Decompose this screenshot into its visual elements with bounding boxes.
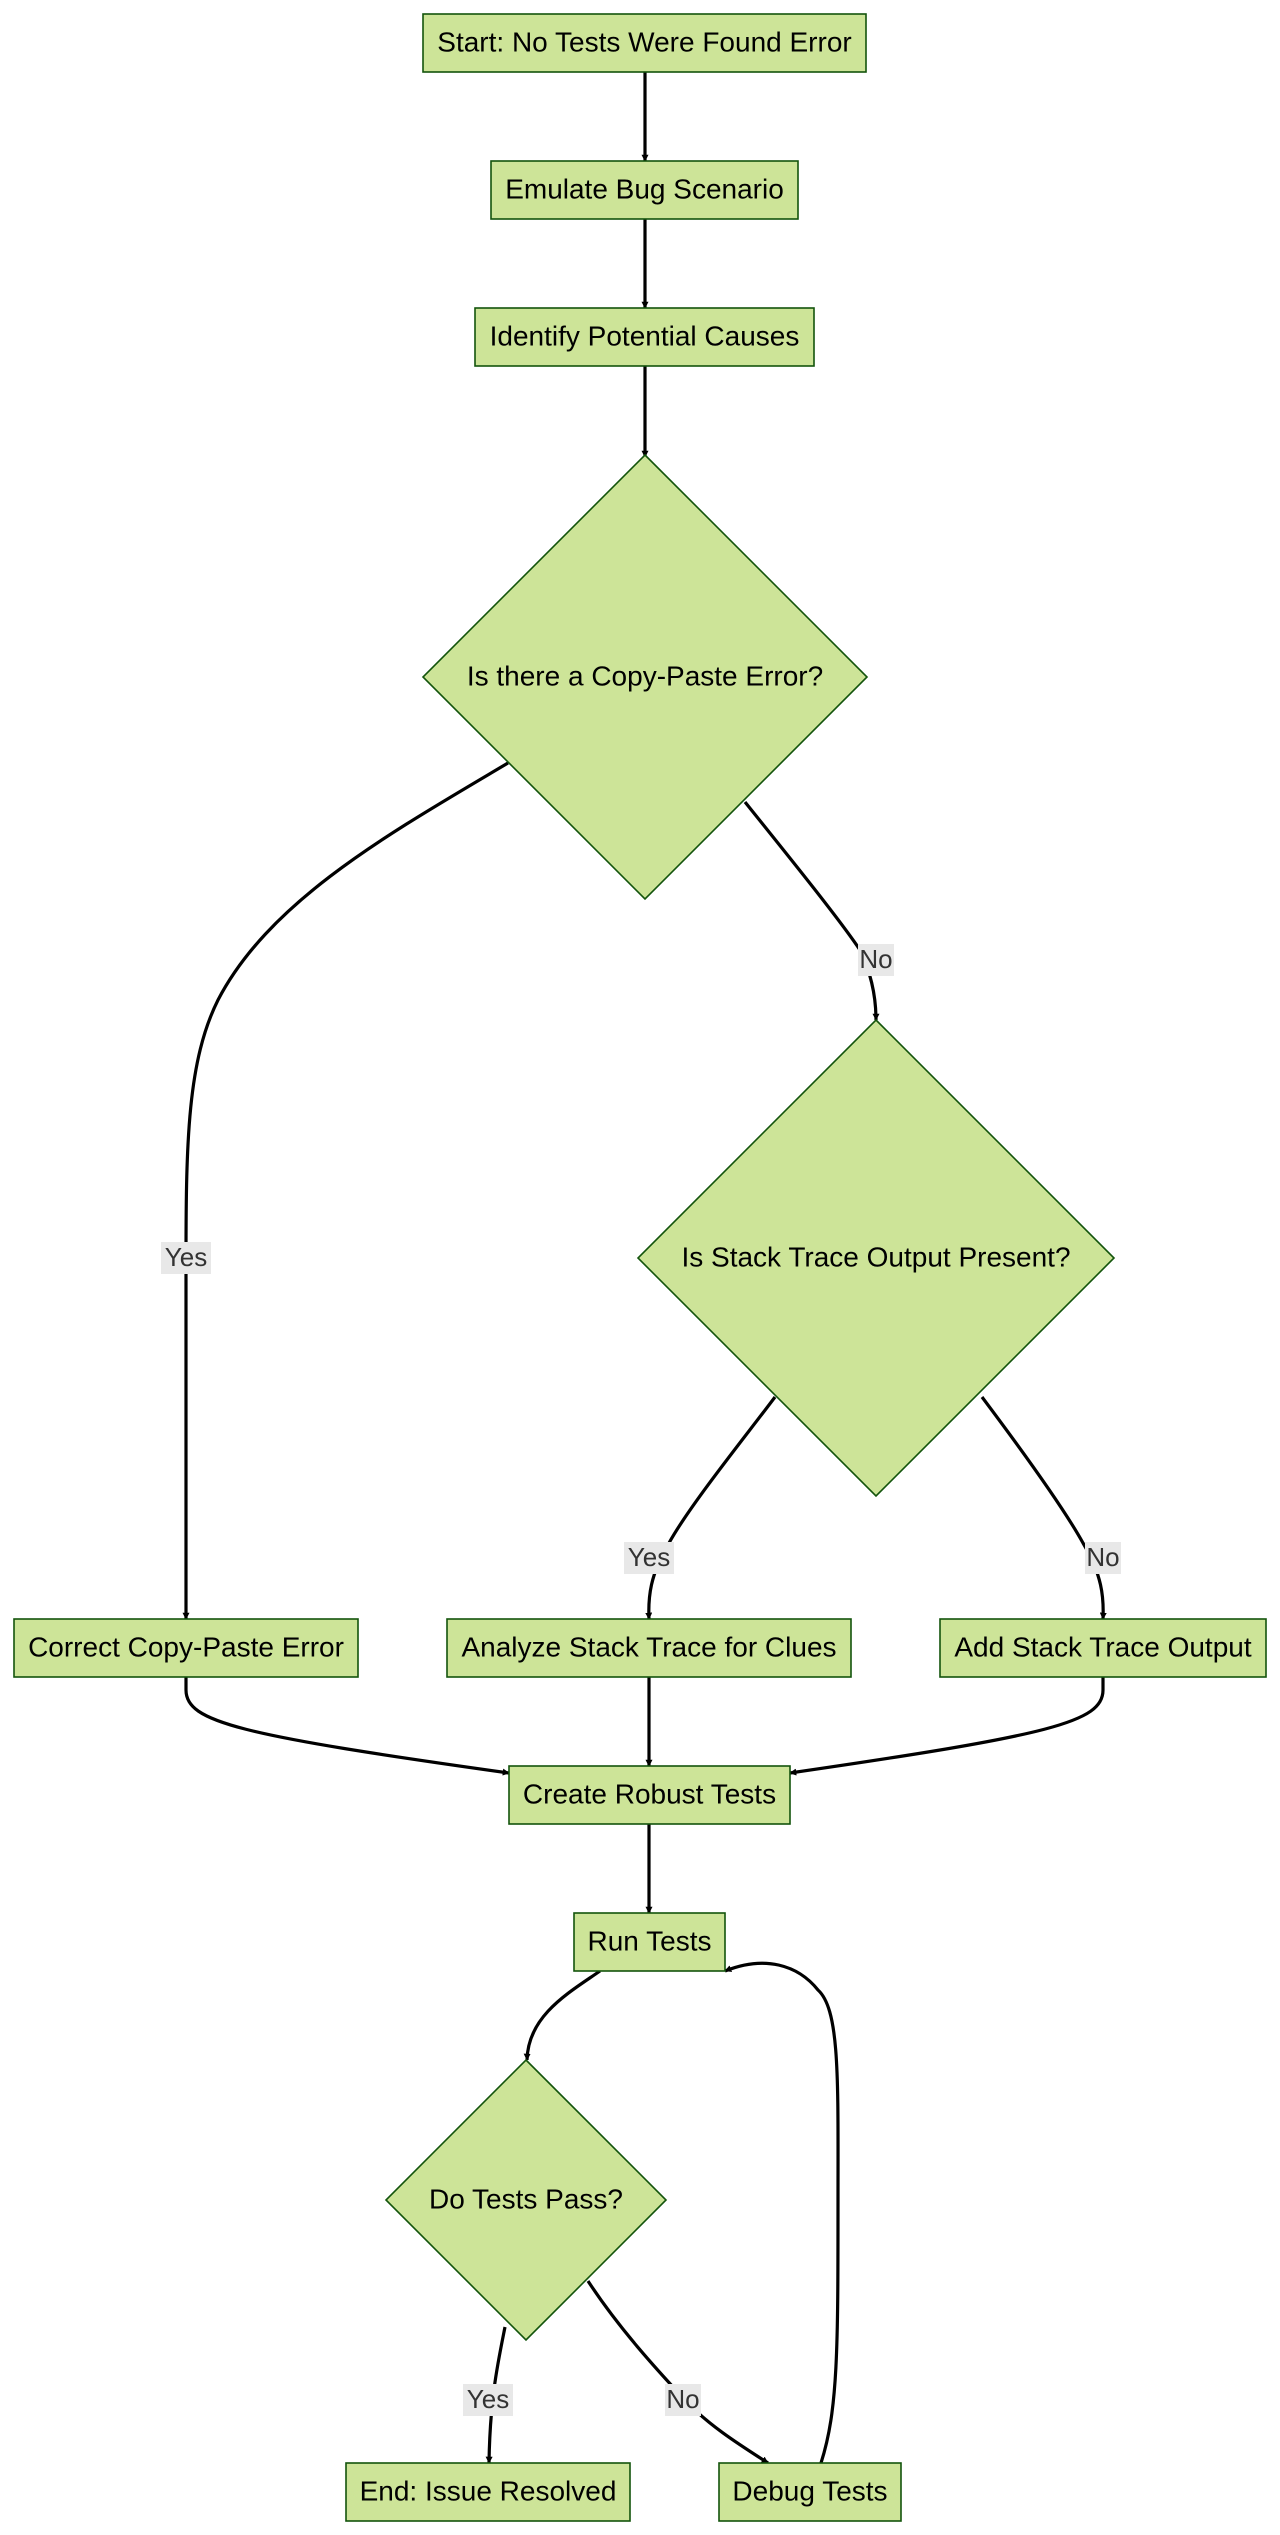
node-label: Debug Tests — [732, 2475, 887, 2506]
edge-run-to-pass_q — [523, 1969, 601, 2061]
node-copy-paste-q: Is there a Copy-Paste Error? — [421, 453, 869, 901]
edge-line — [586, 2280, 769, 2465]
node-pass-q: Do Tests Pass? — [384, 2058, 668, 2342]
nodes: Start: No Tests Were Found ErrorEmulate … — [13, 13, 1267, 2522]
node-create: Create Robust Tests — [508, 1765, 791, 1825]
node-label: Create Robust Tests — [523, 1778, 776, 1809]
process-shape — [490, 160, 799, 220]
node-label: Add Stack Trace Output — [954, 1631, 1251, 1662]
node-identify: Identify Potential Causes — [474, 307, 815, 367]
edge-label-text: No — [666, 2384, 699, 2414]
edge-label-yes: Yes — [463, 2384, 513, 2416]
decision-shape — [636, 1018, 1116, 1498]
process-shape — [508, 1765, 791, 1825]
edge-label-text: No — [1086, 1542, 1119, 1572]
node-label: End: Issue Resolved — [360, 2475, 617, 2506]
edge-label-text: No — [859, 944, 892, 974]
node-label: Analyze Stack Trace for Clues — [461, 1631, 836, 1662]
process-shape — [345, 2462, 631, 2522]
node-label: Correct Copy-Paste Error — [28, 1631, 344, 1662]
process-shape — [939, 1618, 1267, 1678]
edge-copy_paste_q-to-stack_trace_q — [743, 800, 880, 1021]
process-shape — [422, 13, 867, 73]
edge-line — [724, 1961, 840, 2464]
node-label: Identify Potential Causes — [490, 320, 800, 351]
edge-line — [789, 1677, 1105, 1776]
decision-shape — [384, 2058, 668, 2342]
edge-line — [645, 1396, 777, 1620]
node-debug: Debug Tests — [718, 2462, 902, 2522]
node-emulate: Emulate Bug Scenario — [490, 160, 799, 220]
node-label: Emulate Bug Scenario — [505, 173, 784, 204]
node-start: Start: No Tests Were Found Error — [422, 13, 867, 73]
edge-line — [485, 2326, 507, 2464]
edge-line — [980, 1396, 1107, 1620]
edge-label-text: Yes — [165, 1242, 207, 1272]
node-add-output: Add Stack Trace Output — [939, 1618, 1267, 1678]
process-shape — [474, 307, 815, 367]
edge-label-yes: Yes — [624, 1542, 674, 1574]
process-shape — [718, 2462, 902, 2522]
edge-stack_trace_q-to-analyze — [645, 1396, 777, 1620]
node-end: End: Issue Resolved — [345, 2462, 631, 2522]
edge-line — [743, 800, 880, 1021]
edge-line — [182, 761, 509, 1620]
node-label: Is Stack Trace Output Present? — [681, 1241, 1070, 1272]
edge-debug-to-run — [724, 1961, 840, 2464]
edge-copy_paste_q-to-correct — [182, 761, 509, 1620]
node-run: Run Tests — [573, 1912, 726, 1972]
edge-label-no: No — [665, 2384, 701, 2416]
process-shape — [573, 1912, 726, 1972]
edge-label-yes: Yes — [161, 1242, 211, 1274]
edge-add_output-to-create — [789, 1677, 1105, 1776]
edge-stack_trace_q-to-add_output — [980, 1396, 1107, 1620]
edge-line — [523, 1969, 601, 2061]
edge-pass_q-to-end — [485, 2326, 507, 2464]
decision-shape — [421, 453, 869, 901]
process-shape — [13, 1618, 359, 1678]
node-label: Run Tests — [588, 1925, 712, 1956]
edge-label-text: Yes — [467, 2384, 509, 2414]
node-label: Start: No Tests Were Found Error — [437, 26, 851, 57]
process-shape — [446, 1618, 852, 1678]
edge-pass_q-to-debug — [586, 2280, 769, 2465]
node-correct: Correct Copy-Paste Error — [13, 1618, 359, 1678]
edge-label-no: No — [1085, 1542, 1121, 1574]
edge-label-no: No — [858, 944, 894, 976]
edge-line — [184, 1677, 510, 1776]
node-label: Is there a Copy-Paste Error? — [467, 660, 823, 691]
edge-correct-to-create — [184, 1677, 510, 1776]
node-stack-trace-q: Is Stack Trace Output Present? — [636, 1018, 1116, 1498]
node-label: Do Tests Pass? — [429, 2183, 623, 2214]
edge-label-text: Yes — [628, 1542, 670, 1572]
node-analyze: Analyze Stack Trace for Clues — [446, 1618, 852, 1678]
